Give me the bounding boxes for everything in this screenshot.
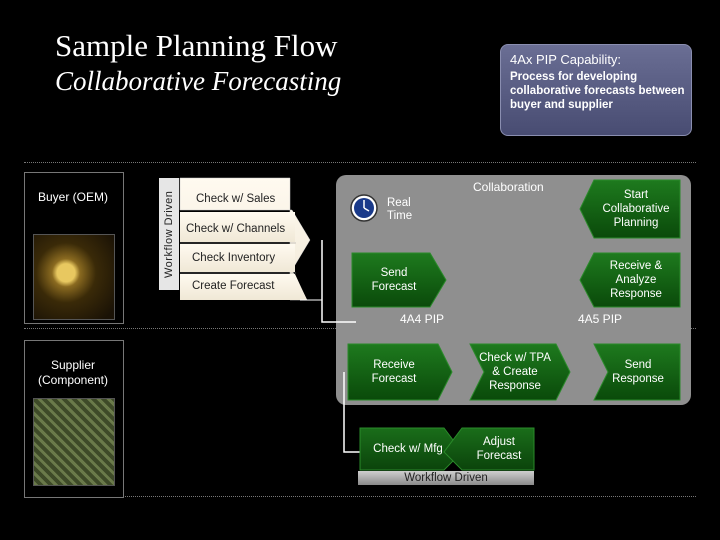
capability-description: Process for developing collaborative for… — [510, 71, 685, 111]
send-response-shape — [593, 343, 681, 401]
step-shape-channels — [180, 212, 295, 242]
receive-analyze-shape — [579, 252, 681, 308]
start-planning-shape — [579, 179, 681, 239]
send-forecast-label: Send Forecast — [371, 267, 417, 293]
check-tpa-label: Check w/ TPA & Create Response — [479, 352, 551, 392]
separator-bottom — [24, 496, 696, 497]
step-shape-forecast — [180, 274, 307, 300]
capability-box — [500, 44, 692, 136]
check-mfg-label: Check w/ Mfg — [373, 443, 443, 455]
receive-forecast-label: Receive Forecast — [371, 359, 417, 385]
buyer-photo — [33, 234, 115, 320]
step-check-channels: Check w/ Channels — [186, 223, 286, 235]
pip-4a4-label: 4A4 PIP — [400, 312, 445, 326]
receive-analyze-label: Receive & Analyze Response — [609, 260, 663, 300]
page-title: Sample Planning Flow — [55, 28, 338, 63]
step-create-forecast: Create Forecast — [192, 280, 275, 292]
send-response-label: Send Response — [612, 359, 664, 385]
supplier-photo — [33, 398, 115, 486]
pip-4a5-label: 4A5 PIP — [578, 312, 623, 326]
step-shape-inventory — [180, 244, 295, 272]
connector-to-mfg — [343, 372, 360, 453]
connector-to-send — [321, 240, 356, 323]
collaboration-label: Collaboration — [473, 180, 544, 194]
buyer-label: Buyer (OEM) — [37, 190, 108, 204]
adjust-forecast-label: Adjust Forecast — [476, 436, 522, 462]
receive-forecast-shape — [347, 343, 453, 401]
page-subtitle: Collaborative Forecasting — [55, 66, 342, 96]
adjust-forecast-shape — [443, 427, 535, 471]
check-tpa-shape — [469, 343, 571, 401]
step-check-sales: Check w/ Sales — [196, 193, 276, 205]
start-planning-label: Start Collaborative Planning — [602, 189, 670, 229]
workflow-driven-bar: Workflow Driven — [358, 471, 534, 485]
supplier-label: Supplier (Component) — [37, 358, 109, 387]
separator-top — [24, 162, 696, 163]
real-time-label: Real Time — [387, 197, 413, 222]
capability-title: 4Ax PIP Capability: — [510, 52, 622, 67]
buyer-steps-stack — [179, 177, 311, 301]
clock-icon — [350, 194, 378, 222]
send-forecast-shape — [351, 252, 447, 308]
step-check-inventory: Check Inventory — [192, 252, 276, 264]
